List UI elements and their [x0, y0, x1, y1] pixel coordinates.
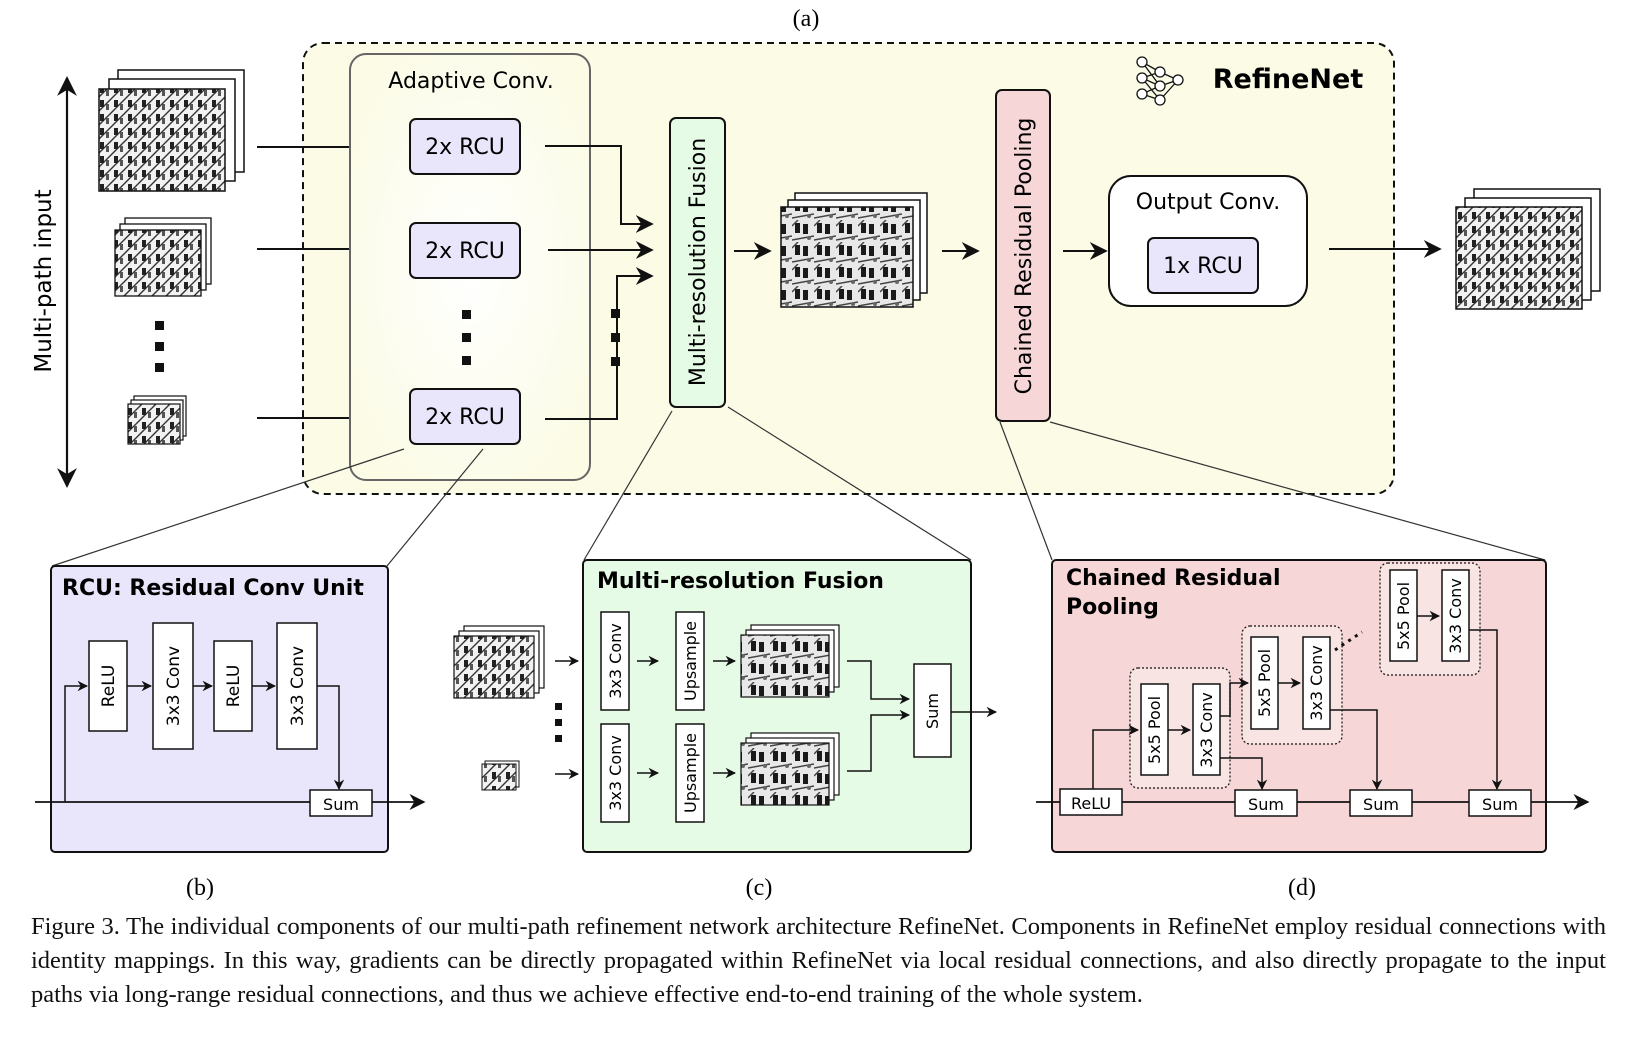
input-image-large: [98, 69, 245, 192]
fusion-conv-1: 3x3 Conv: [600, 611, 630, 711]
crp-relu: ReLU: [1059, 788, 1123, 816]
rcu-block-label: 2x RCU: [425, 239, 505, 264]
crp-pool-1: 5x5 Pool: [1140, 683, 1169, 776]
fusion-feature-2: [740, 732, 840, 806]
panel-label-b: (b): [186, 875, 214, 901]
rcu-sum: Sum: [309, 789, 373, 817]
crp-conv-3: 3x3 Conv: [1441, 569, 1470, 662]
input-image-medium: [114, 217, 212, 297]
rcu-relu-1: ReLU: [88, 640, 128, 732]
input-image-small: [127, 395, 187, 445]
crp-detail-arrows: [1092, 610, 1503, 791]
rcu-ellipsis: [462, 310, 471, 365]
fusion-input-ellipsis: [555, 703, 562, 742]
layer-label: 3x3 Conv: [606, 735, 625, 810]
crp-sum-1: Sum: [1234, 789, 1298, 817]
sum-label: Sum: [1363, 795, 1399, 814]
layer-label: 3x3 Conv: [164, 646, 184, 726]
layer-label: 3x3 Conv: [606, 623, 625, 698]
rcu-block-3: 2x RCU: [409, 388, 521, 445]
layer-label: Upsample: [681, 733, 700, 813]
fusion-ellipsis: [611, 309, 620, 366]
adaptive-conv-title: Adaptive Conv.: [388, 69, 553, 94]
output-conv-title: Output Conv.: [1136, 190, 1280, 215]
fusion-upsample-1: Upsample: [675, 611, 705, 711]
refinenet-title: RefineNet: [1213, 64, 1364, 95]
layer-label: ReLU: [1071, 794, 1111, 813]
figure-caption: Figure 3. The individual components of o…: [31, 913, 1606, 1008]
sum-label: Sum: [323, 795, 359, 814]
rcu-relu-2: ReLU: [213, 640, 253, 732]
layer-label: Upsample: [681, 621, 700, 701]
fusion-detail-title: Multi-resolution Fusion: [597, 569, 884, 594]
crp-sum-3: Sum: [1468, 789, 1532, 817]
output-image: [1455, 188, 1601, 310]
rcu-to-fusion-3: [545, 267, 654, 420]
fusion-conv-2: 3x3 Conv: [600, 723, 630, 823]
layer-label: 3x3 Conv: [288, 646, 308, 726]
crp-conv-2: 3x3 Conv: [1302, 636, 1331, 730]
output-rcu-block: [1147, 237, 1259, 294]
rcu-to-fusion-1: [545, 145, 654, 233]
fusion-detail-panel: [582, 559, 972, 853]
layer-label: 5x5 Pool: [1255, 649, 1274, 717]
fusion-sum: Sum: [913, 663, 952, 758]
layer-label: ReLU: [224, 665, 244, 708]
layer-label: 5x5 Pool: [1145, 696, 1164, 764]
multi-path-input-label: Multi-path input: [31, 189, 57, 372]
zoom-connectors: [51, 406, 1546, 567]
crp-sum-2: Sum: [1349, 789, 1413, 817]
rcu-block-2: 2x RCU: [409, 222, 521, 279]
crp-pool-3: 5x5 Pool: [1389, 569, 1418, 662]
neural-network-icon: [1136, 56, 1184, 106]
sum-label: Sum: [923, 693, 942, 729]
output-rcu-label: 1x RCU: [1163, 254, 1243, 279]
rcu-conv-1: 3x3 Conv: [152, 622, 194, 750]
fusion-input-small: [481, 760, 520, 791]
fusion-upsample-2: Upsample: [675, 723, 705, 823]
crp-detail-title-line1: Chained Residual: [1066, 566, 1280, 591]
fusion-detail-arrows: [637, 655, 998, 779]
layer-label: 3x3 Conv: [1197, 692, 1216, 767]
crp-pool-2: 5x5 Pool: [1250, 636, 1279, 730]
layer-label: 3x3 Conv: [1307, 645, 1326, 720]
crp-conv-1: 3x3 Conv: [1192, 683, 1221, 776]
rcu-block-label: 2x RCU: [425, 135, 505, 160]
layer-label: ReLU: [99, 665, 119, 708]
rcu-block-label: 2x RCU: [425, 405, 505, 430]
crp-detail-title-line2: Pooling: [1066, 595, 1159, 620]
panel-label-a: (a): [793, 6, 820, 32]
panel-label-c: (c): [746, 875, 773, 901]
fused-feature-image: [780, 192, 928, 308]
rcu-detail-title: RCU: Residual Conv Unit: [62, 576, 364, 601]
rcu-block-1: 2x RCU: [409, 118, 521, 175]
rcu-conv-2: 3x3 Conv: [276, 622, 318, 750]
layer-label: 5x5 Pool: [1394, 582, 1413, 650]
sum-label: Sum: [1248, 795, 1284, 814]
fusion-block-label: Multi-resolution Fusion: [686, 138, 711, 386]
input-ellipsis: [155, 321, 164, 372]
panel-label-d: (d): [1288, 875, 1316, 901]
layer-label: 3x3 Conv: [1446, 578, 1465, 653]
fusion-feature-1: [740, 624, 840, 698]
fusion-block: [669, 117, 726, 408]
sum-label: Sum: [1482, 795, 1518, 814]
crp-block-label: Chained Residual Pooling: [1012, 118, 1037, 395]
fusion-input-large: [453, 625, 545, 699]
crp-block: [995, 89, 1051, 422]
